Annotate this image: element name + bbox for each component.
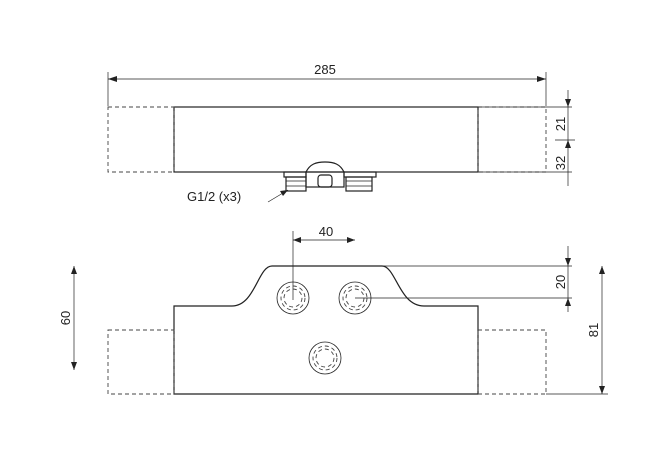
right-extension-dashed — [477, 329, 547, 395]
arrowhead — [71, 362, 77, 370]
dim-body-height: 60 — [58, 311, 73, 325]
left-extension-dashed — [107, 329, 175, 395]
left-extension-dashed — [107, 106, 175, 173]
inlet-left — [276, 281, 310, 315]
arrowhead — [293, 237, 301, 243]
fitting-left — [285, 176, 307, 192]
arrowhead — [71, 266, 77, 274]
arrowhead — [599, 386, 605, 394]
arrowhead — [565, 99, 571, 107]
arrowhead — [347, 237, 355, 243]
front-body — [173, 265, 479, 395]
fitting-nut — [283, 171, 307, 178]
dim-upper-height: 21 — [553, 117, 568, 131]
arrowhead — [565, 298, 571, 306]
top-view: 285 G1/2 (x3) 21 — [107, 62, 575, 204]
dim-lower-height: 32 — [553, 156, 568, 170]
right-extension-dashed — [477, 106, 547, 173]
fitting-group — [283, 161, 377, 192]
thread-callout: G1/2 (x3) — [187, 189, 241, 204]
dim-total-height: 81 — [586, 323, 601, 337]
outlet-bottom — [308, 341, 342, 375]
front-view: 40 20 81 — [58, 224, 608, 395]
fitting-nut — [343, 171, 377, 178]
dim-inlet-offset: 20 — [553, 275, 568, 289]
dim-inlet-spacing: 40 — [319, 224, 333, 239]
center-hump — [305, 161, 345, 173]
arrowhead — [280, 190, 288, 196]
arrowhead — [108, 76, 117, 82]
center-nut — [317, 174, 333, 188]
arrowhead — [599, 266, 605, 274]
arrowhead — [565, 140, 571, 148]
arrowhead — [565, 258, 571, 266]
arrowhead — [537, 76, 546, 82]
fitting-right — [345, 176, 373, 192]
center-fitting — [305, 171, 345, 188]
dim-overall-width: 285 — [314, 62, 336, 77]
